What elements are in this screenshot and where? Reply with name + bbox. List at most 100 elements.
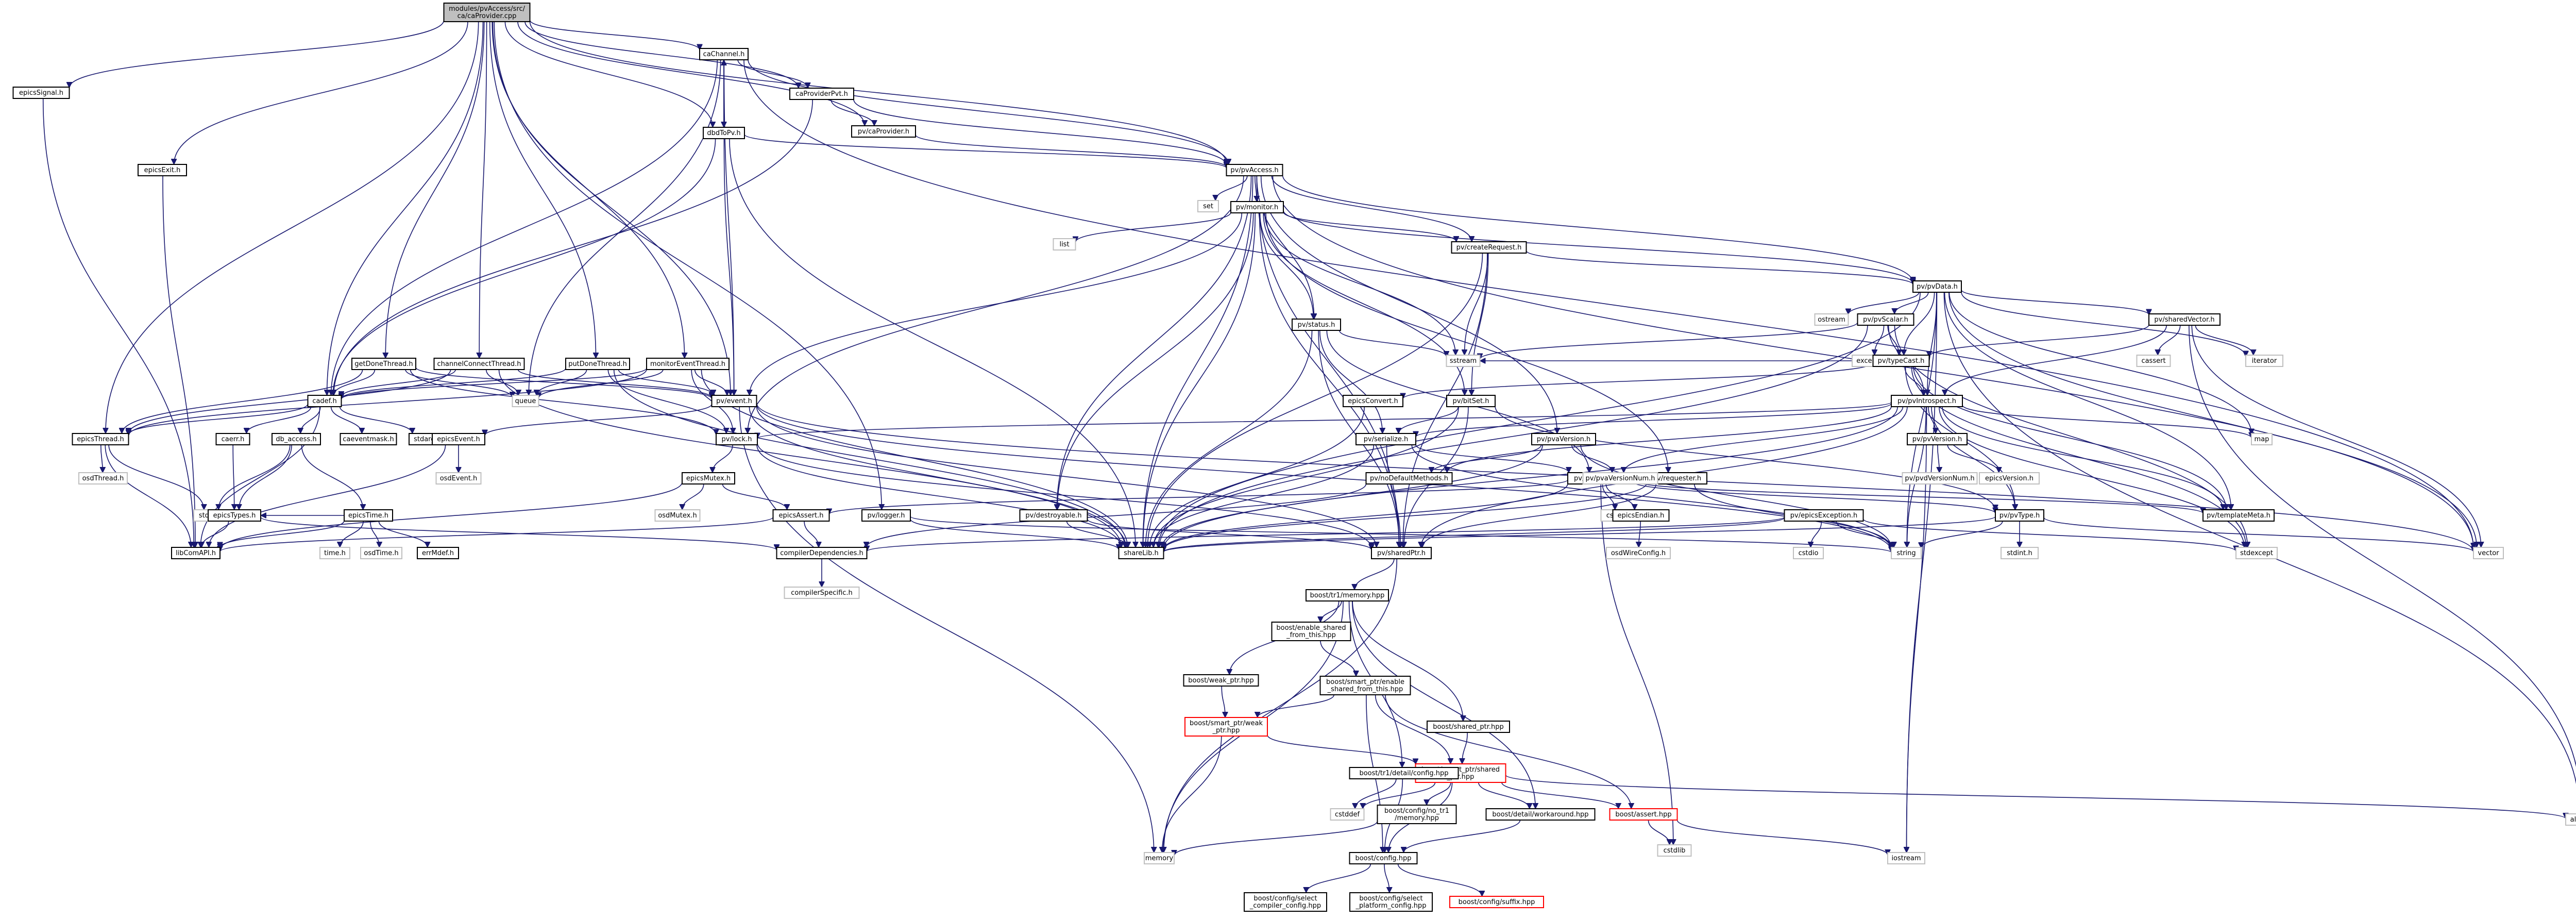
graph-node-compiler-specific[interactable]: compilerSpecific.h <box>784 587 860 599</box>
graph-node-epics-time[interactable]: epicsTime.h <box>344 509 393 522</box>
graph-node-boost-config-no-tr1[interactable]: boost/config/no_tr1/memory.hpp <box>1377 805 1457 824</box>
graph-node-osd-mutex[interactable]: osdMutex.h <box>654 509 701 522</box>
graph-node-boost-smart-weak[interactable]: boost/smart_ptr/weak_ptr.hpp <box>1184 717 1268 737</box>
graph-node-osd-thread[interactable]: osdThread.h <box>78 472 128 484</box>
graph-node-cstddef[interactable]: cstddef <box>1330 808 1365 821</box>
graph-node-memory[interactable]: memory <box>1144 852 1175 864</box>
graph-node-boost-tr1-detail[interactable]: boost/tr1/detail/config.hpp <box>1349 767 1459 779</box>
graph-node-pv-create-request[interactable]: pv/createRequest.h <box>1451 241 1527 254</box>
graph-node-algorithm[interactable]: algorithm <box>2565 813 2576 826</box>
graph-node-channel-connect-thread[interactable]: channelConnectThread.h <box>433 358 525 370</box>
graph-node-caeventmask[interactable]: caeventmask.h <box>340 433 397 445</box>
graph-node-osd-event[interactable]: osdEvent.h <box>435 472 482 484</box>
graph-node-time_h[interactable]: time.h <box>319 547 350 559</box>
graph-node-map[interactable]: map <box>2251 433 2273 445</box>
graph-node-stdint[interactable]: stdint.h <box>2001 547 2039 559</box>
graph-node-monitor-event-thread[interactable]: monitorEventThread.h <box>646 358 730 370</box>
graph-node-caerr[interactable]: caerr.h <box>215 433 250 445</box>
graph-node-boost-smart-enable-shared[interactable]: boost/smart_ptr/enable_shared_from_this.… <box>1319 676 1411 695</box>
graph-node-boost-select-platform[interactable]: boost/config/select_platform_config.hpp <box>1349 892 1433 912</box>
graph-node-string[interactable]: string <box>1891 547 1922 559</box>
graph-node-dbr-to-pv[interactable]: dbdToPv.h <box>703 127 745 139</box>
edge-pvMonitor-to-shareLib <box>1143 212 1256 547</box>
graph-node-pvd-version-num[interactable]: pv/pvdVersionNum.h <box>1902 472 1978 484</box>
graph-node-epics-types[interactable]: epicsTypes.h <box>208 509 261 522</box>
graph-node-get-done-thread[interactable]: getDoneThread.h <box>351 358 416 370</box>
graph-node-epics-version[interactable]: epicsVersion.h <box>1979 472 2040 484</box>
graph-node-set[interactable]: set <box>1197 200 1219 212</box>
node-box <box>138 164 187 176</box>
graph-node-boost-select-compiler[interactable]: boost/config/select_compiler_config.hpp <box>1244 892 1327 912</box>
graph-node-epics-event[interactable]: epicsEvent.h <box>432 433 485 445</box>
graph-node-boost-detail-workaround[interactable]: boost/detail/workaround.hpp <box>1485 808 1596 821</box>
graph-node-pv-epics-exception[interactable]: pv/epicsException.h <box>1784 509 1864 522</box>
edge-pvMonitor-to-pvStatus <box>1259 212 1314 319</box>
graph-node-pv-type-cast[interactable]: pv/typeCast.h <box>1872 355 1930 367</box>
graph-node-cadef[interactable]: cadef.h <box>307 395 342 407</box>
graph-node-pv-version[interactable]: pv/pvVersion.h <box>1907 433 1968 445</box>
graph-node-iostream[interactable]: iostream <box>1887 852 1925 864</box>
graph-node-lib-com-a-p-i[interactable]: libComAPI.h <box>171 547 221 559</box>
graph-node-pv-destroyable[interactable]: pv/destroyable.h <box>1019 509 1088 522</box>
graph-node-compiler-dependencies[interactable]: compilerDependencies.h <box>776 547 868 559</box>
graph-node-vector[interactable]: vector <box>2473 547 2504 559</box>
graph-node-boost-weak-ptr[interactable]: boost/weak_ptr.hpp <box>1183 674 1259 687</box>
graph-node-cstdio[interactable]: cstdio <box>1793 547 1824 559</box>
graph-node-osd-wire-config[interactable]: osdWireConfig.h <box>1606 547 1671 559</box>
graph-node-boost-tr1-memory[interactable]: boost/tr1/memory.hpp <box>1306 589 1389 601</box>
graph-node-cstdlib[interactable]: cstdlib <box>1657 844 1692 857</box>
graph-node-pv-monitor[interactable]: pv/monitor.h <box>1230 201 1284 213</box>
graph-node-pva-version[interactable]: pv/pvaVersion.h <box>1531 433 1596 445</box>
graph-node-boost-config[interactable]: boost/config.hpp <box>1349 852 1418 864</box>
graph-node-pv-access[interactable]: pv/pvAccess.h <box>1226 164 1283 176</box>
graph-node-root[interactable]: modules/pvAccess/src/ca/caProvider.cpp <box>443 3 531 22</box>
edge-caChannel-to-queue <box>529 59 721 395</box>
graph-node-pva-provider[interactable]: pv/caProvider.h <box>851 125 916 138</box>
graph-node-osd-time[interactable]: osdTime.h <box>360 547 402 559</box>
graph-node-pva-version-num[interactable]: pv/pvaVersionNum.h <box>1582 472 1658 484</box>
graph-node-boost-shared-ptr[interactable]: boost/shared_ptr.hpp <box>1427 721 1510 733</box>
graph-node-cassert[interactable]: cassert <box>2136 355 2171 367</box>
graph-node-put-done-thread[interactable]: putDoneThread.h <box>565 358 630 370</box>
graph-node-epics-mutex[interactable]: epicsMutex.h <box>682 472 735 484</box>
graph-node-list[interactable]: list <box>1053 238 1076 250</box>
graph-node-pv-shared-ptr[interactable]: pv/sharedPtr.h <box>1371 547 1432 559</box>
graph-node-pv-requester[interactable]: pv/requester.h <box>1647 472 1707 484</box>
graph-node-pv-shared-vector[interactable]: pv/sharedVector.h <box>2148 313 2221 326</box>
graph-node-err-mdef[interactable]: errMdef.h <box>417 547 459 559</box>
edge-pvAccess-to-pvCreateRequest <box>1271 175 1471 242</box>
graph-node-epics-signal[interactable]: epicsSignal.h <box>12 87 70 99</box>
graph-node-pv-serialize[interactable]: pv/serialize.h <box>1355 433 1416 445</box>
edge-caerr-to-epicsTypes <box>233 444 234 510</box>
graph-node-db-access[interactable]: db_access.h <box>272 433 321 445</box>
graph-node-share-lib[interactable]: shareLib.h <box>1118 547 1164 559</box>
graph-node-pv-bit-set[interactable]: pv/bitSet.h <box>1446 395 1496 407</box>
graph-node-ca-provider-pvt[interactable]: caProviderPvt.h <box>789 88 854 100</box>
graph-node-stdexcept[interactable]: stdexcept <box>2235 547 2278 559</box>
graph-node-epics-exit[interactable]: epicsExit.h <box>138 164 187 176</box>
graph-node-epics-assert[interactable]: epicsAssert.h <box>772 509 830 522</box>
graph-node-pv-status[interactable]: pv/status.h <box>1292 319 1341 331</box>
graph-node-pv-pv-type[interactable]: pv/pvType.h <box>1995 509 2044 522</box>
graph-node-boost-enable-shared[interactable]: boost/enable_shared_from_this.hpp <box>1271 622 1351 641</box>
graph-node-ca-channel[interactable]: caChannel.h <box>699 48 749 60</box>
graph-node-pv-introspect[interactable]: pv/pvIntrospect.h <box>1891 395 1963 407</box>
graph-node-pv-data[interactable]: pv/pvData.h <box>1912 280 1962 293</box>
graph-node-iterator[interactable]: iterator <box>2245 355 2283 367</box>
graph-node-pv-logger[interactable]: pv/logger.h <box>861 509 911 522</box>
graph-node-pv-lock[interactable]: pv/lock.h <box>716 433 758 445</box>
graph-node-epics-convert[interactable]: epicsConvert.h <box>1343 395 1403 407</box>
node-box <box>1365 472 1453 484</box>
graph-node-pv-default-methods[interactable]: pv/noDefaultMethods.h <box>1365 472 1453 484</box>
graph-node-queue[interactable]: queue <box>512 395 539 407</box>
graph-node-boost-suffix[interactable]: boost/config/suffix.hpp <box>1449 896 1544 908</box>
graph-node-boost-assert[interactable]: boost/assert.hpp <box>1609 808 1678 821</box>
graph-node-pv-scalar[interactable]: pv/pvScalar.h <box>1857 313 1914 326</box>
graph-node-sstream[interactable]: sstream <box>1446 355 1481 367</box>
graph-node-epics-endian[interactable]: epicsEndian.h <box>1612 509 1670 522</box>
node-label: boost/config/suffix.hpp <box>1459 898 1535 906</box>
graph-node-ostream_n[interactable]: ostream <box>1814 313 1849 326</box>
graph-node-pv-event[interactable]: pv/event.h <box>711 395 757 407</box>
graph-node-epics-thread[interactable]: epicsThread.h <box>72 433 129 445</box>
graph-node-pv-template-meta[interactable]: pv/templateMeta.h <box>2202 509 2275 522</box>
